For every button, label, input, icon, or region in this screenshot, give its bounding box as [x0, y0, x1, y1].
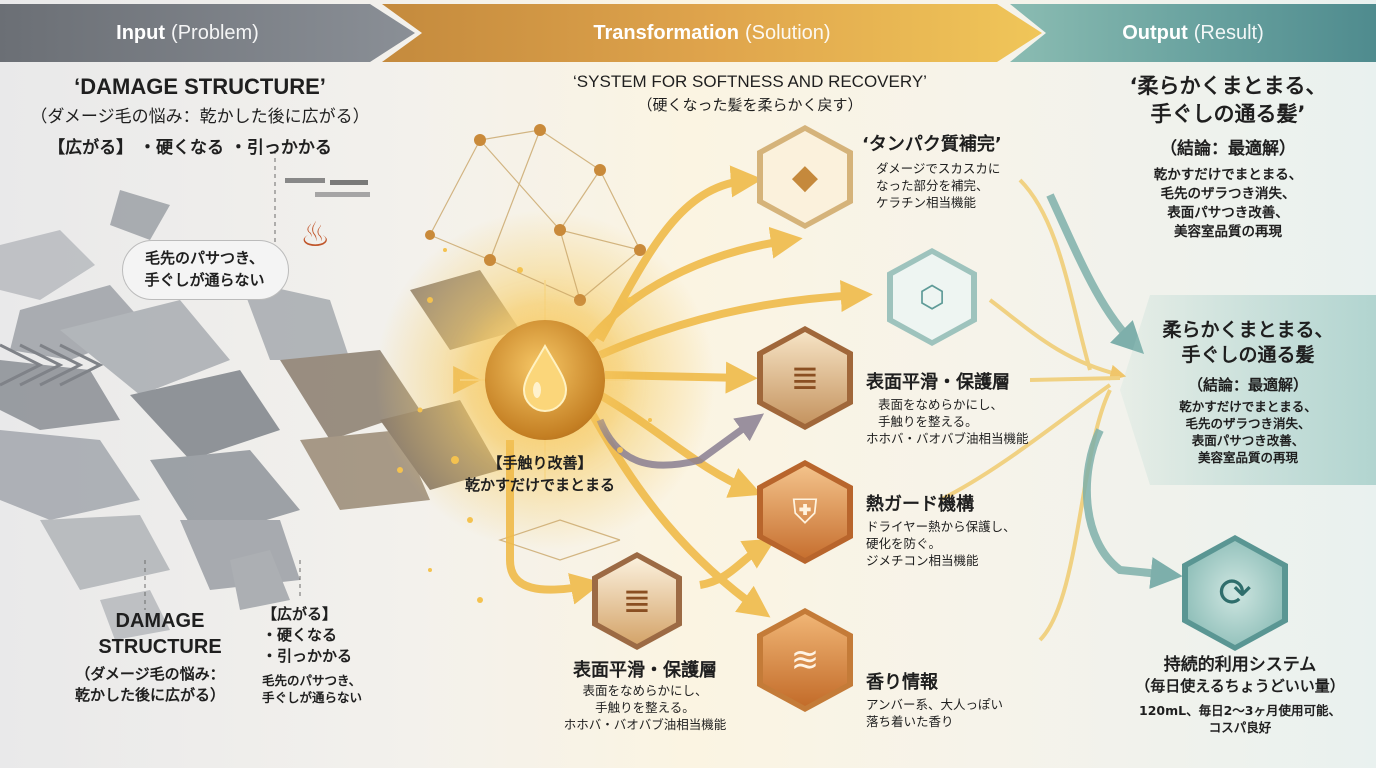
bottom-note-1: 毛先のパサつき、 [262, 673, 362, 688]
output-top-sub: （結論：最適解） [1160, 139, 1296, 159]
scent-block: 香り情報 アンバー系、大人っぽい 落ち着いた香り [866, 668, 1003, 730]
output-sys-line-1: 120mL、毎日2〜3ヶ月使用可能、 [1139, 703, 1341, 718]
output-mid-line-3: 表面パサつき改善、 [1191, 433, 1305, 448]
bottom-damage-title-2: STRUCTURE [98, 636, 222, 658]
bottom-tag-1: 【広がる】 [262, 605, 338, 623]
bottom-damage-sub-1: （ダメージ毛の悩み： [75, 665, 225, 683]
smooth-layer-hex: ≣ [757, 326, 853, 430]
header-input-bar: Input(Problem) [0, 4, 415, 62]
output-mid-sub: （結論：最適解） [1187, 376, 1308, 394]
output-top-line-4: 美容室品質の再現 [1174, 224, 1282, 240]
core-label-1: 【手触り改善】 [487, 454, 593, 472]
output-top-title-1: ‘柔らかくまとまる、 [1129, 74, 1327, 98]
transform-subtitle: （硬くなった髪を柔らかく戻す） [637, 96, 863, 114]
bottom-damage-tags: 【広がる】 ・硬くなる ・引っかかる [262, 604, 352, 667]
input-title: ‘DAMAGE STRUCTURE’ [74, 74, 326, 99]
crystal-icon: ◆ [763, 131, 847, 223]
protein-block: ‘タンパク質補完’ ダメージでスカスカに なった部分を補完、 ケラチン相当機能 [862, 130, 1002, 211]
header-input-rest: (Problem) [171, 21, 259, 44]
bottom-tag-2: ・硬くなる [262, 626, 338, 644]
heat-line-2: 硬化を防ぐ。 [866, 536, 942, 551]
core-label-2: 乾かすだけでまとまる [464, 476, 615, 494]
scent-title: 香り情報 [866, 672, 938, 693]
output-mid-title: 柔らかくまとまる、 手ぐしの通る髪 [1120, 318, 1376, 368]
output-sys-sub: （毎日使えるちょうどいい量） [1135, 677, 1345, 695]
bottom-note-2: 手ぐしが通らない [262, 690, 363, 705]
bottom-tag-3: ・引っかかる [262, 647, 353, 665]
header-output-rest: (Result) [1193, 21, 1264, 44]
smooth-bottom-title: 表面平滑・保護層 [573, 660, 717, 681]
output-top-line-1: 乾かすだけでまとまる、 [1153, 167, 1303, 183]
heat-line-1: ドライヤー熱から保護し、 [866, 519, 1016, 534]
heat-block: 熱ガード機構 ドライヤー熱から保護し、 硬化を防ぐ。 ジメチコン相当機能 [866, 490, 1016, 569]
layers-icon-bottom: ≣ [598, 558, 676, 644]
layers-icon: ≣ [763, 332, 847, 424]
smooth-right-lines: 表面をなめらかにし、 手触りを整える。 ホホバ・バオバブ油相当機能 [866, 396, 1029, 447]
bottom-damage-note: 毛先のパサつき、 手ぐしが通らない [262, 672, 362, 706]
scent-line-2: 落ち着いた香り [866, 714, 954, 729]
bubble-line-2: 手ぐしが通らない [144, 271, 265, 289]
smooth-right-line-1: 表面をなめらかにし、 [878, 397, 1004, 412]
bottom-damage-sub-2: 乾かした後に広がる） [74, 686, 225, 704]
protein-line-3: ケラチン相当機能 [876, 195, 977, 210]
protein-lines: ダメージでスカスカに なった部分を補完、 ケラチン相当機能 [876, 160, 1002, 211]
core-label: 【手触り改善】 乾かすだけでまとまる [430, 452, 650, 496]
output-top-title-2: 手ぐしの通る髪’ [1150, 102, 1306, 126]
scent-line-1: アンバー系、大人っぽい [866, 697, 1004, 712]
damage-speech-bubble [122, 240, 289, 300]
protein-title: ‘タンパク質補完’ [862, 134, 1002, 155]
heat-title: 熱ガード機構 [866, 494, 974, 515]
smooth-bottom-lines: 表面をなめらかにし、 手触りを整える。 ホホバ・バオバブ油相当機能 [540, 682, 750, 733]
smooth-bottom-line-1: 表面をなめらかにし、 [582, 683, 708, 698]
output-mid-line-1: 乾かすだけでまとまる、 [1179, 399, 1317, 414]
network-hex-icon: ⬡ [893, 254, 971, 340]
cube-cycle-icon: ⟳ [1188, 541, 1282, 645]
smooth-right-block: 表面平滑・保護層 表面をなめらかにし、 手触りを整える。 ホホバ・バオバブ油相当… [866, 368, 1029, 447]
protein-line-1: ダメージでスカスカに [876, 161, 1001, 176]
output-sys-line-2: コスパ良好 [1208, 720, 1272, 735]
flame-icon: ≋ [763, 614, 847, 706]
header-output-bold: Output [1122, 21, 1188, 44]
input-subtitle: （ダメージ毛の悩み：乾かした後に広がる） [30, 107, 370, 127]
shield-icon: ⛨ [763, 466, 847, 558]
header-input-bold: Input [116, 21, 166, 44]
header-transformation-bar: Transformation(Solution) [382, 4, 1042, 62]
smooth-right-line-2: 手触りを整える。 [878, 414, 978, 429]
network-hex: ⬡ [887, 248, 977, 346]
transform-title: ‘SYSTEM FOR SOFTNESS AND RECOVERY’ [573, 72, 927, 91]
smooth-bottom-line-3: ホホバ・バオバブ油相当機能 [563, 717, 727, 732]
oil-drop-icon [520, 342, 570, 412]
bottom-damage-title-1: DAMAGE [115, 610, 205, 632]
bubble-line-1: 毛先のパサつき、 [145, 249, 264, 267]
smooth-right-line-3: ホホバ・バオバブ油相当機能 [866, 431, 1029, 446]
heat-line-3: ジメチコン相当機能 [866, 553, 979, 568]
protein-line-2: なった部分を補完、 [876, 178, 989, 193]
smooth-right-title: 表面平滑・保護層 [866, 372, 1010, 393]
bottom-damage-title: DAMAGE STRUCTURE [60, 608, 260, 660]
output-mid-lines: 乾かすだけでまとまる、 毛先のザラつき消失、 表面パサつき改善、 美容室品質の再… [1120, 398, 1376, 466]
output-top-line-2: 毛先のザラつき消失、 [1160, 186, 1296, 202]
output-mid-line-2: 毛先のザラつき消失、 [1185, 416, 1311, 431]
scent-lines: アンバー系、大人っぽい 落ち着いた香り [866, 696, 1003, 730]
output-top-title: ‘柔らかくまとまる、 手ぐしの通る髪’ [1080, 72, 1376, 128]
output-top-lines: 乾かすだけでまとまる、 毛先のザラつき消失、 表面パサつき改善、 美容室品質の再… [1080, 166, 1376, 242]
bottom-damage-sub: （ダメージ毛の悩み： 乾かした後に広がる） [40, 664, 260, 706]
output-mid-line-4: 美容室品質の再現 [1197, 450, 1298, 465]
header-transformation-bold: Transformation [593, 21, 739, 44]
output-mid-title-1: 柔らかくまとまる、 [1162, 319, 1334, 341]
output-top-line-3: 表面パサつき改善、 [1167, 205, 1289, 221]
header-transformation-rest: (Solution) [744, 21, 831, 44]
output-main-arrow-band [1120, 295, 1376, 485]
header-output-bar: Output(Result) [1010, 4, 1376, 62]
output-sys-title: 持続的利用システム [1163, 655, 1317, 675]
input-tags: 【広がる】 ・硬くなる ・引っかかる [48, 138, 332, 158]
smooth-bottom-line-2: 手触りを整える。 [595, 700, 695, 715]
output-mid-title-2: 手ぐしの通る髪 [1181, 344, 1315, 366]
steam-icon: ♨ [300, 215, 331, 255]
output-sys-lines: 120mL、毎日2〜3ヶ月使用可能、 コスパ良好 [1110, 702, 1370, 736]
smooth-bottom-block: 表面平滑・保護層 表面をなめらかにし、 手触りを整える。 ホホバ・バオバブ油相当… [540, 656, 750, 733]
heat-lines: ドライヤー熱から保護し、 硬化を防ぐ。 ジメチコン相当機能 [866, 518, 1016, 569]
bubble-text: 毛先のパサつき、 手ぐしが通らない [122, 247, 287, 291]
